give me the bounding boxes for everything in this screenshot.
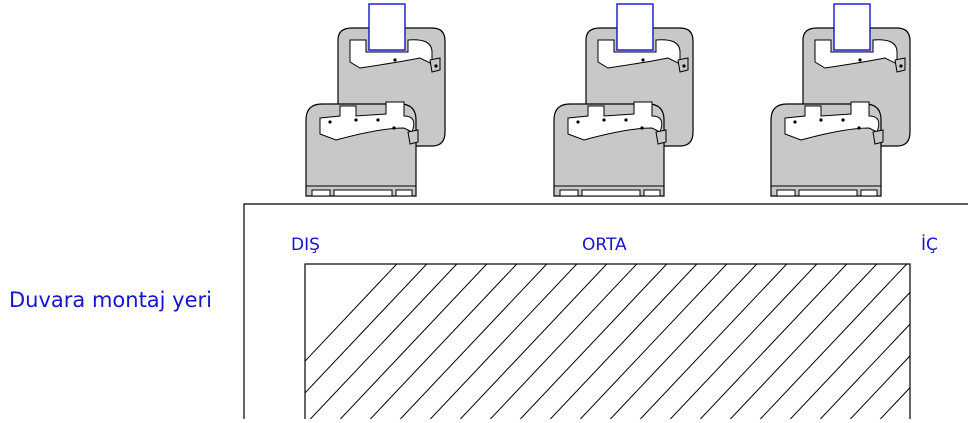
- hatch-line: [399, 264, 548, 419]
- wall-outline: [243, 203, 968, 419]
- hatch-line: [960, 250, 968, 419]
- hatch-line: [305, 264, 398, 362]
- hatch-line: [759, 264, 908, 419]
- hatch-line: [669, 264, 818, 419]
- hatch-line: [305, 264, 428, 394]
- label-outside: DIŞ: [291, 235, 320, 255]
- hatch-line: [429, 264, 578, 419]
- hatch-line: [729, 264, 878, 419]
- mounting-hatch: [305, 250, 968, 419]
- profile-left: [305, 3, 446, 197]
- hatch-line: [459, 264, 608, 419]
- hatch-line: [549, 264, 698, 419]
- hatch-line: [339, 264, 488, 419]
- profile-middle: [553, 3, 694, 197]
- label-inside: İÇ: [921, 235, 938, 255]
- hatch-line: [639, 264, 788, 419]
- label-mounting-place: Duvara montaj yeri: [9, 288, 212, 312]
- hatch-line: [519, 264, 668, 419]
- hatch-line: [579, 264, 728, 419]
- hatch-line: [819, 323, 910, 419]
- hatch-line: [609, 264, 758, 419]
- hatch-line: [489, 264, 638, 419]
- mounting-area-border: [304, 263, 911, 423]
- hatch-line: [849, 355, 910, 419]
- label-middle: ORTA: [582, 235, 627, 255]
- hatch-line: [369, 264, 518, 419]
- hatch-line: [699, 264, 848, 419]
- hatch-line: [879, 386, 910, 419]
- profile-right: [770, 3, 911, 197]
- hatch-line: [930, 250, 968, 419]
- hatch-line: [309, 264, 458, 419]
- hatch-line: [789, 291, 910, 419]
